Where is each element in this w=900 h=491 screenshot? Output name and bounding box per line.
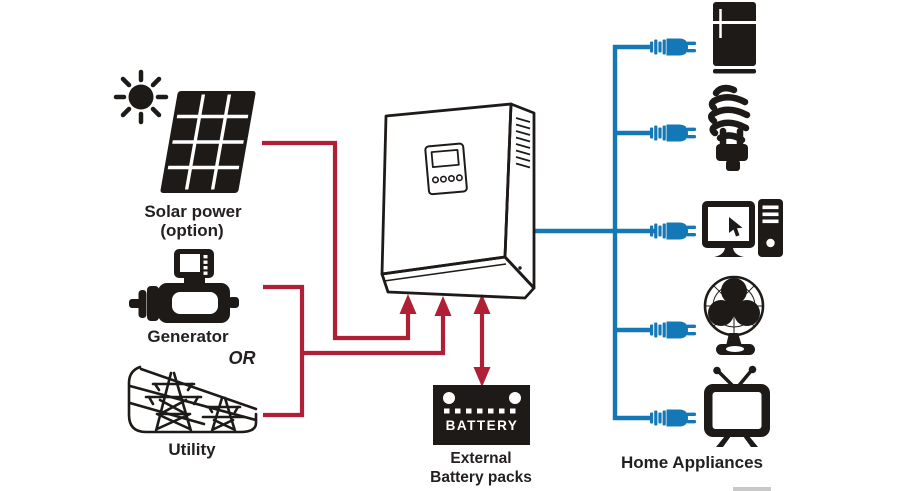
battery-badge: BATTERY	[445, 418, 519, 433]
solar-wire	[262, 140, 411, 341]
power-plug-icon	[650, 124, 696, 142]
appliance-trunk-wire	[612, 44, 653, 421]
power-plug-icon	[650, 222, 696, 240]
refrigerator-icon	[713, 2, 756, 74]
power-plug-icon	[650, 321, 696, 339]
solar-power-label: Solar power	[144, 202, 242, 221]
solar-option-label: (option)	[160, 221, 224, 240]
utility-label: Utility	[168, 440, 216, 459]
vent-slats-icon	[515, 117, 531, 169]
table-fan-icon	[703, 275, 765, 355]
or-label: OR	[228, 348, 256, 368]
generator-icon	[129, 249, 239, 323]
watermark-fragment	[733, 487, 771, 491]
desktop-computer-icon	[702, 199, 783, 257]
utility-towers-icon	[127, 365, 258, 434]
power-plug-icon	[650, 409, 696, 427]
battery-icon	[433, 385, 530, 445]
battery-arrowhead-up-icon	[473, 294, 491, 314]
battery-caption-line2: Battery packs	[430, 469, 532, 486]
solar-arrowhead-icon	[399, 294, 417, 314]
inverter-icon	[380, 102, 536, 300]
home-appliances-label: Home Appliances	[620, 453, 764, 472]
battery-caption-line1: External	[450, 450, 512, 467]
battery-arrowhead-down-icon	[473, 367, 491, 387]
solar-panel-icon	[160, 91, 256, 193]
power-plug-icon	[650, 38, 696, 56]
cfl-bulb-icon	[708, 84, 751, 171]
ac-output-wires	[533, 38, 696, 427]
ac-source-wire	[302, 315, 446, 356]
ac-source-arrowhead-icon	[434, 296, 452, 316]
television-icon	[704, 365, 770, 447]
sun-icon	[113, 69, 169, 125]
generator-label: Generator	[147, 327, 229, 346]
dc-input-wires	[262, 140, 491, 418]
generator-utility-wire	[263, 284, 305, 418]
